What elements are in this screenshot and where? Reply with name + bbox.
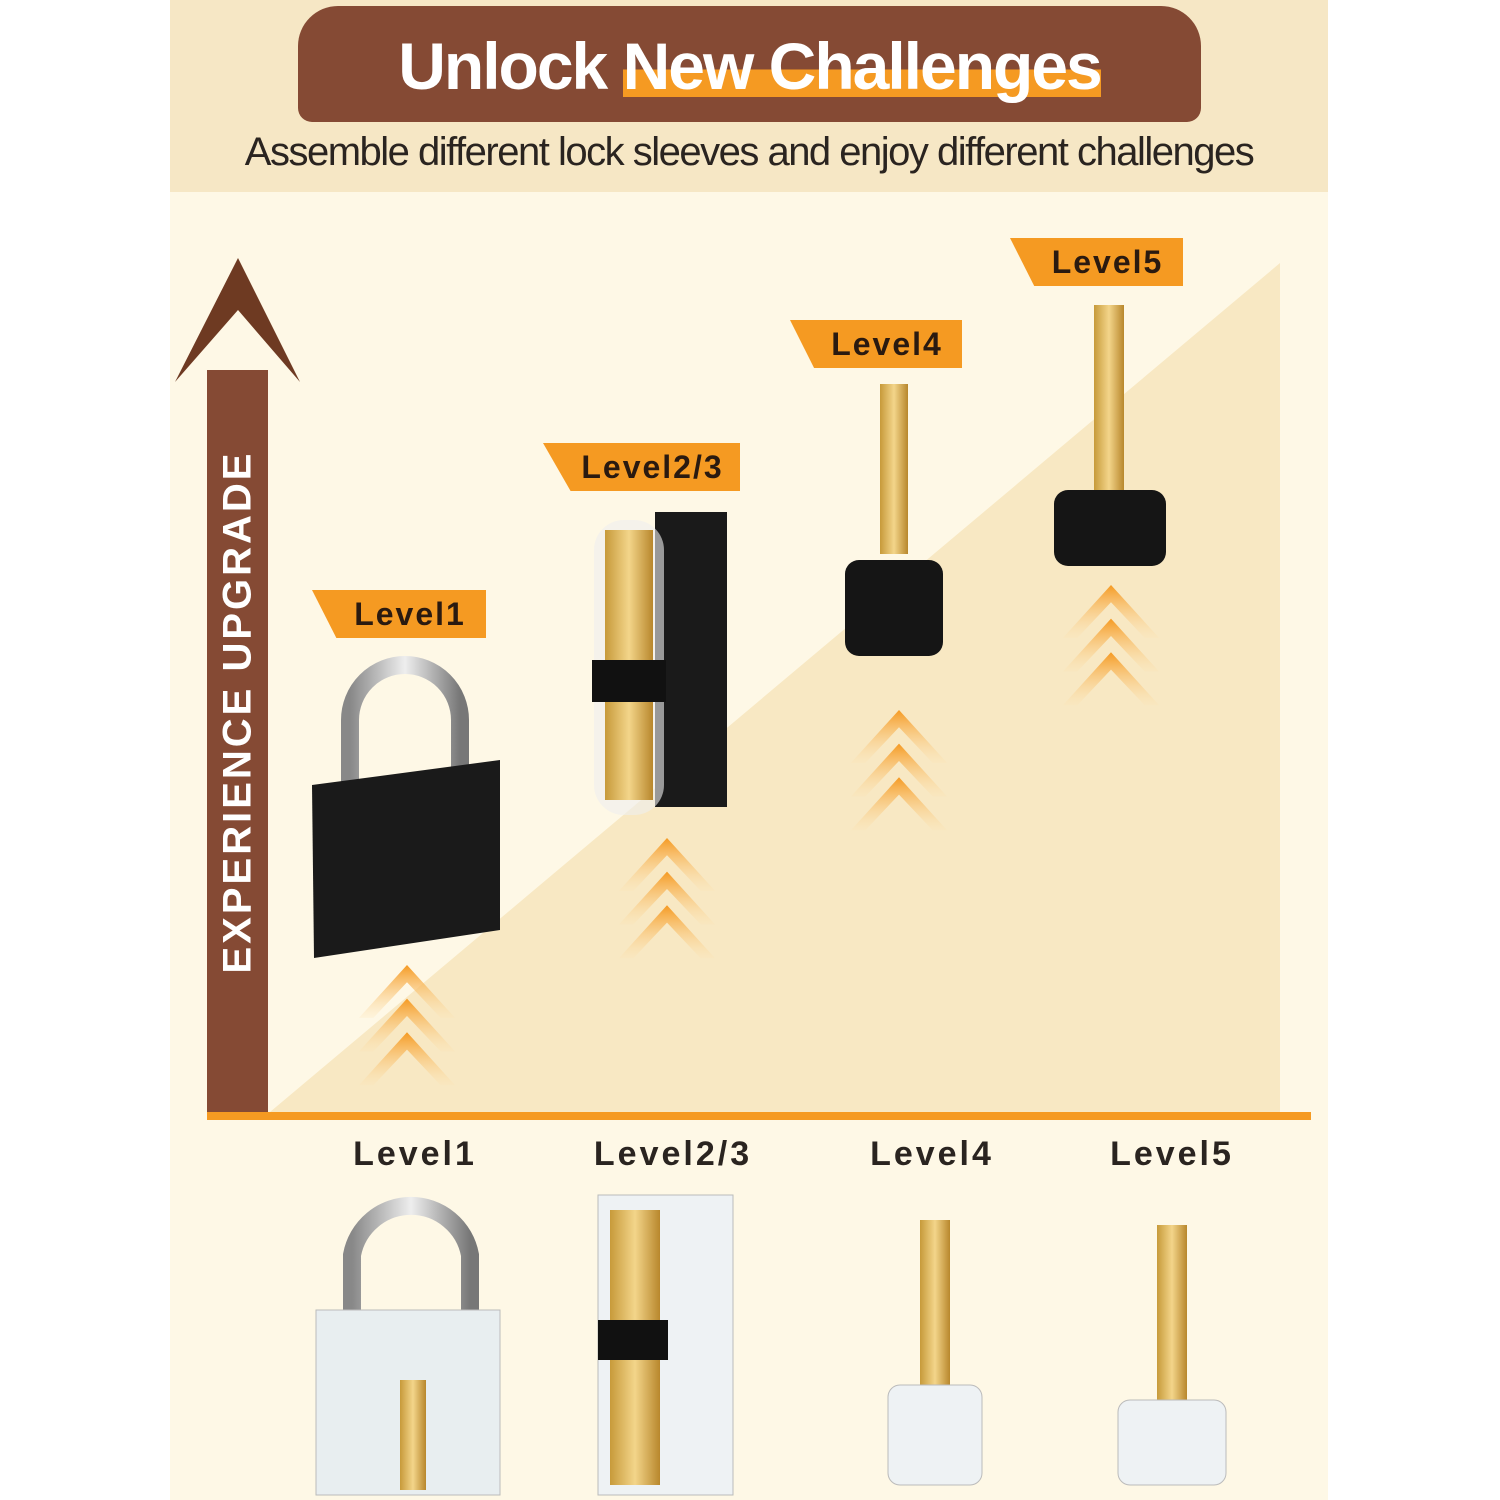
upgrade-slope (270, 263, 1280, 1112)
title-part1: Unlock (398, 29, 623, 103)
clear-level4-core-image (887, 1220, 983, 1486)
level-tag: Level2/3 (543, 443, 740, 491)
title-highlight: New Challenges (622, 29, 1103, 103)
clear-padlock-image (315, 1196, 501, 1496)
level-tag-text: Level5 (1051, 243, 1164, 280)
level-tag: Level4 (790, 320, 962, 368)
level-tag-text: Level2/3 (581, 448, 724, 485)
level5-core-image (1054, 305, 1166, 566)
page-title: Unlock New Challenges (298, 28, 1201, 104)
baseline (207, 1112, 1311, 1120)
axis-arrowhead (175, 258, 300, 382)
level-tag: Level5 (1010, 238, 1183, 286)
axis-label: EXPERIENCE UPGRADE (215, 450, 260, 974)
bottom-level-label: Level4 (870, 1135, 994, 1173)
bottom-level-label: Level1 (353, 1135, 477, 1173)
bottom-level-label: Level2/3 (593, 1135, 753, 1173)
clear-level5-core-image (1117, 1225, 1227, 1486)
bottom-level-label: Level5 (1110, 1135, 1234, 1173)
level-tag-text: Level4 (831, 325, 943, 362)
axis-bar (207, 370, 268, 1118)
cylinder-lock-image (592, 512, 727, 815)
clear-cylinder-image (597, 1194, 734, 1496)
level-tag-text: Level1 (354, 595, 466, 632)
black-padlock-image (312, 656, 500, 958)
subtitle: Assemble different lock sleeves and enjo… (244, 130, 1255, 174)
level4-core-image (845, 384, 943, 656)
level-tag: Level1 (312, 590, 486, 638)
